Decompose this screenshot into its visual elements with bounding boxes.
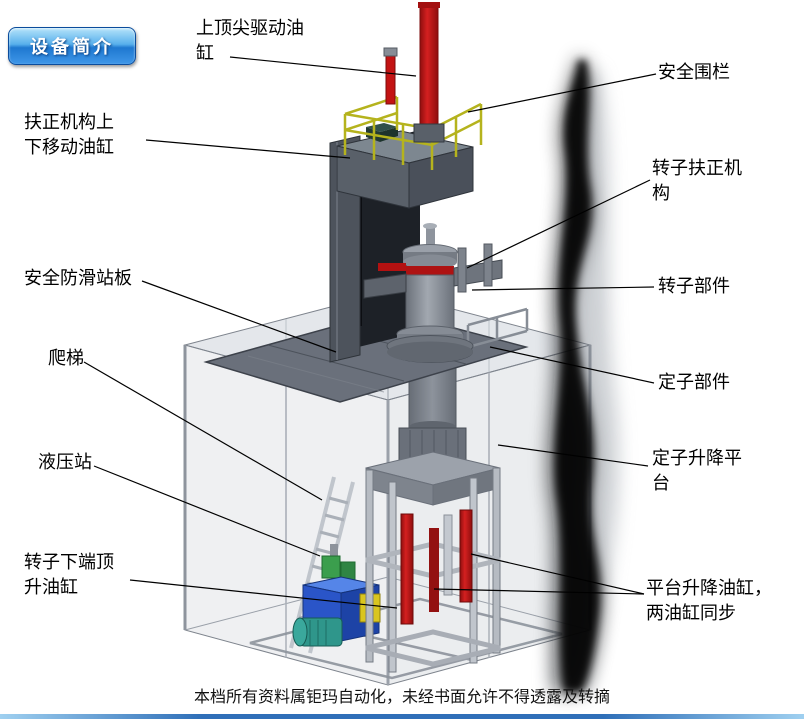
label-rotor-part: 转子部件 [658,276,730,296]
label-hydraulic-station: 液压站 [38,452,92,472]
smoke-artifact [547,58,602,694]
leader-centering-updown-cylinder [145,139,351,159]
leader-safety-fence [467,73,657,113]
leader-rotor-bottom-jack-cylinder [129,579,398,609]
label-anti-slip-platform: 安全防滑站板 [24,268,132,288]
label-stator-lift-platform: 定子升降平 台 [652,448,742,494]
label-platform-lift-cylinders: 平台升降油缸， 两油缸同步 [646,578,772,624]
label-rotor-centering-mechanism: 转子扶正机 构 [652,158,742,204]
leader-hydraulic-station [93,465,321,557]
title-badge-label: 设备简介 [30,37,114,57]
label-top-drive-cylinder: 上顶尖驱动油 缸 [196,18,304,64]
hydraulic-unit [292,544,381,647]
leader-stator-part [489,346,655,384]
label-ladder: 爬梯 [48,348,84,368]
leader-platform-cylinder-b [470,553,645,595]
leader-anti-slip-platform [141,280,337,353]
label-safety-fence: 安全围栏 [658,62,730,82]
leader-rotor-centering-mechanism [466,179,651,269]
label-centering-updown-cylinder: 扶正机构上 下移动油缸 [24,112,114,158]
title-badge: 设备简介 [8,27,136,65]
rotor-centering-arms [363,243,503,299]
top-drive-cylinder [383,2,445,143]
label-rotor-bottom-jack-cylinder: 转子下端顶 升油缸 [24,552,114,598]
stator-lift-frame [365,354,501,673]
bottom-accent-bar [0,714,804,719]
leader-stator-lift-platform [497,444,649,467]
leader-ladder [83,361,323,501]
leader-top-drive-cylinder [229,56,417,77]
leader-platform-cylinder-a [433,588,645,595]
label-stator-part: 定子部件 [658,372,730,392]
rotor-assembly [386,223,474,363]
footer-copyright: 本档所有资料属钜玛自动化，未经书面允许不得透露及转摘 [193,689,610,706]
leader-rotor-part [471,286,655,291]
